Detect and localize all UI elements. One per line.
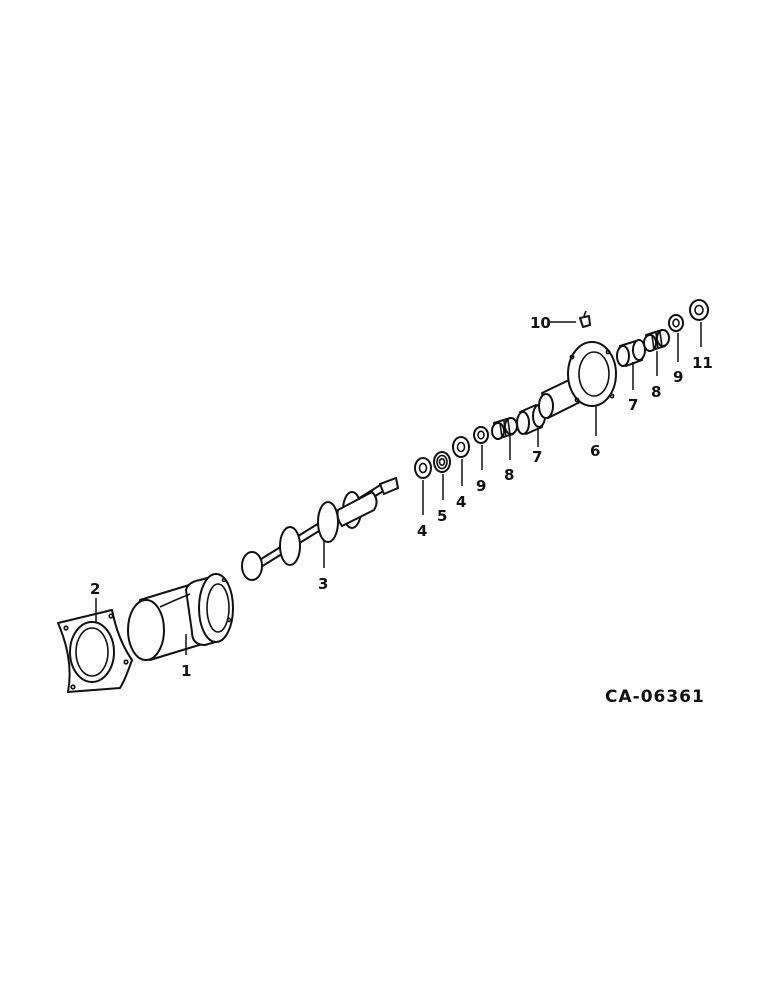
callout-2: 2 [90,580,100,598]
spacer-ring-part-9-right[interactable] [668,314,684,332]
callout-8-left: 8 [504,466,514,484]
grease-fitting-part-10[interactable] [579,310,591,328]
callout-8-right: 8 [651,383,661,401]
callout-4-left: 4 [417,522,427,540]
callout-7-left: 7 [532,448,542,466]
spacer-ring-part-9-left[interactable] [473,426,489,444]
callout-5: 5 [437,507,447,525]
mounting-plate-part-2[interactable] [57,609,133,693]
callout-7-right: 7 [628,396,638,414]
callout-labels: 2 1 3 4 5 4 9 8 7 6 7 8 9 11 10 [90,314,713,680]
ball-bearing-part-5[interactable] [433,451,451,473]
bushing-part-7-right[interactable] [616,339,646,367]
callout-11: 11 [692,354,713,372]
callout-1: 1 [181,662,191,680]
callout-6: 6 [590,442,600,460]
callout-9-right: 9 [673,368,683,386]
seal-washer-part-4-left[interactable] [414,457,432,479]
needle-bearing-part-8-right[interactable] [643,329,670,352]
callout-10: 10 [530,314,551,332]
leader-lines [95,321,702,655]
needle-bearing-part-8-left[interactable] [491,417,518,440]
auger-shaft-part-3[interactable] [241,477,399,581]
flanged-housing-part-6[interactable] [538,341,617,419]
callout-9-left: 9 [476,477,486,495]
end-washer-part-11[interactable] [689,299,709,321]
seal-washer-part-4-right[interactable] [452,436,470,458]
callout-4-right: 4 [456,493,466,511]
callout-3: 3 [318,575,328,593]
housing-tube-part-1[interactable] [127,573,234,661]
drawing-code: CA-06361 [605,687,705,707]
